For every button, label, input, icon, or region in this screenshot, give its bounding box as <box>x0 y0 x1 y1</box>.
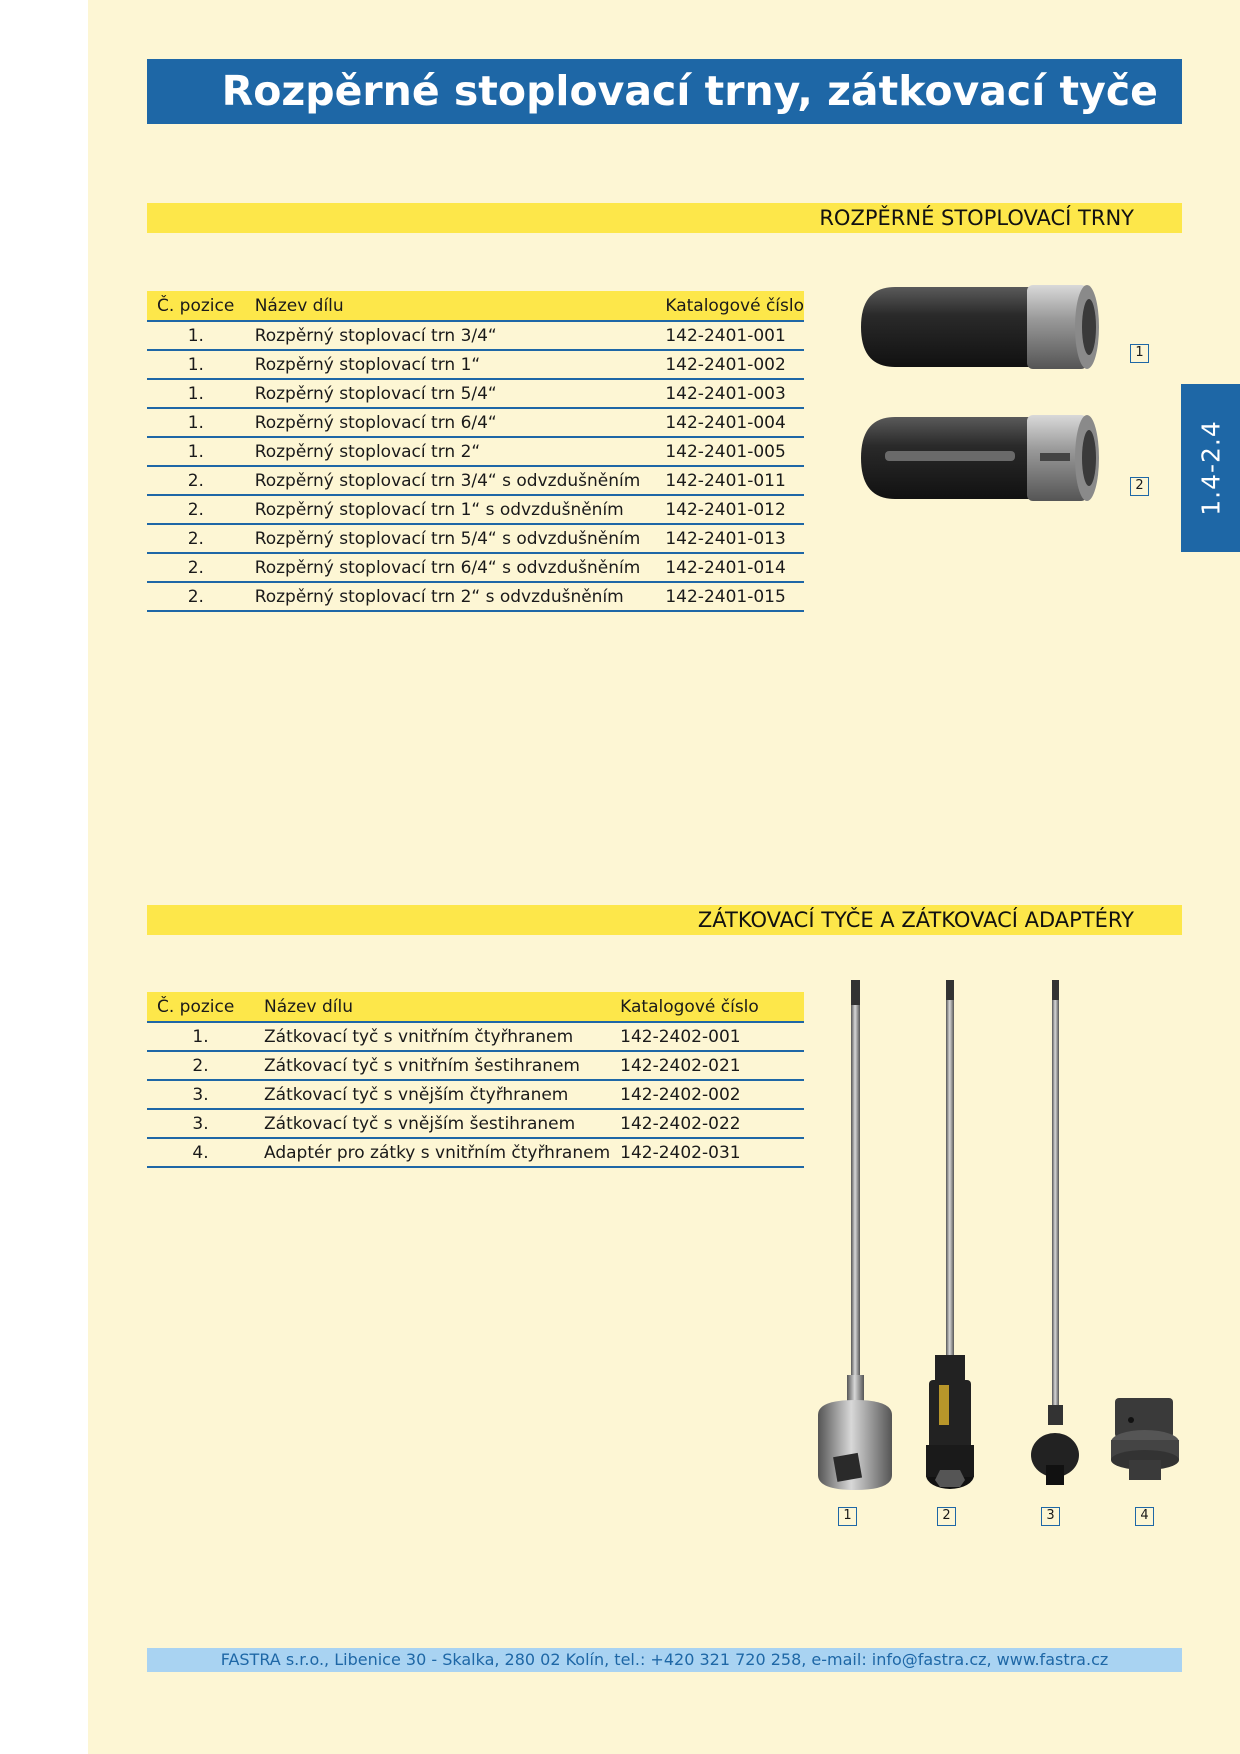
row-position: 2. <box>147 466 245 496</box>
row-catalog-number: 142-2401-014 <box>655 553 804 583</box>
image-label-4: 4 <box>1135 1507 1154 1526</box>
table-row: 4.Adaptér pro zátky s vnitřním čtyřhrane… <box>147 1138 804 1168</box>
footer-contact: FASTRA s.r.o., Libenice 30 - Skalka, 280… <box>147 1648 1182 1672</box>
row-catalog-number: 142-2401-011 <box>655 466 804 496</box>
row-part-name: Zátkovací tyč s vnějším čtyřhranem <box>254 1080 611 1110</box>
row-part-name: Rozpěrný stoplovací trn 6/4“ <box>244 408 656 438</box>
image-label-1: 1 <box>1130 344 1149 363</box>
row-catalog-number: 142-2401-012 <box>655 495 804 525</box>
row-position: 1. <box>147 379 245 409</box>
table-row: 1.Rozpěrný stoplovací trn 2“142-2401-005 <box>147 437 804 467</box>
plug-adapter-image-4 <box>1111 1398 1179 1480</box>
section1-table-body: 1.Rozpěrný stoplovací trn 3/4“142-2401-0… <box>147 321 804 612</box>
row-position: 1. <box>147 1022 254 1052</box>
row-part-name: Rozpěrný stoplovací trn 6/4“ s odvzdušně… <box>244 553 656 583</box>
row-part-name: Rozpěrný stoplovací trn 2“ <box>244 437 656 467</box>
column-header-position: Č. pozice <box>147 992 254 1023</box>
row-position: 4. <box>147 1138 254 1168</box>
column-header-name: Název dílu <box>244 291 656 322</box>
table-row: 2.Rozpěrný stoplovací trn 5/4“ s odvzduš… <box>147 524 804 554</box>
row-catalog-number: 142-2401-005 <box>655 437 804 467</box>
row-part-name: Rozpěrný stoplovací trn 1“ s odvzdušnění… <box>244 495 656 525</box>
row-part-name: Rozpěrný stoplovací trn 5/4“ s odvzdušně… <box>244 524 656 554</box>
row-position: 3. <box>147 1109 254 1139</box>
row-catalog-number: 142-2402-031 <box>610 1138 804 1168</box>
plug-rod-image-2 <box>926 980 974 1489</box>
table-row: 2.Rozpěrný stoplovací trn 6/4“ s odvzduš… <box>147 553 804 583</box>
plug-rod-image-3 <box>1031 980 1079 1485</box>
table-row: 1.Rozpěrný stoplovací trn 6/4“142-2401-0… <box>147 408 804 438</box>
row-position: 2. <box>147 553 245 583</box>
column-header-position: Č. pozice <box>147 291 245 322</box>
row-catalog-number: 142-2402-022 <box>610 1109 804 1139</box>
row-catalog-number: 142-2401-015 <box>655 582 804 612</box>
image-label-1: 1 <box>838 1507 857 1526</box>
row-catalog-number: 142-2402-021 <box>610 1051 804 1081</box>
row-part-name: Zátkovací tyč s vnějším šestihranem <box>254 1109 611 1139</box>
row-part-name: Rozpěrný stoplovací trn 3/4“ <box>244 321 656 351</box>
row-catalog-number: 142-2401-002 <box>655 350 804 380</box>
section1-parts-table: Č. pozice Název dílu Katalogové číslo 1.… <box>147 291 804 612</box>
row-catalog-number: 142-2402-001 <box>610 1022 804 1052</box>
row-part-name: Zátkovací tyč s vnitřním čtyřhranem <box>254 1022 611 1052</box>
table-header-row: Č. pozice Název dílu Katalogové číslo <box>147 291 804 322</box>
row-position: 2. <box>147 1051 254 1081</box>
column-header-code: Katalogové číslo <box>610 992 804 1023</box>
chapter-tab: 1.4-2.4 <box>1181 384 1240 552</box>
column-header-code: Katalogové číslo <box>655 291 804 322</box>
table-row: 1.Rozpěrný stoplovací trn 5/4“142-2401-0… <box>147 379 804 409</box>
table-row: 2.Rozpěrný stoplovací trn 3/4“ s odvzduš… <box>147 466 804 496</box>
section2-heading: ZÁTKOVACÍ TYČE A ZÁTKOVACÍ ADAPTÉRY <box>147 905 1182 935</box>
image-label-3: 3 <box>1041 1507 1060 1526</box>
table-header-row: Č. pozice Název dílu Katalogové číslo <box>147 992 804 1023</box>
row-position: 1. <box>147 321 245 351</box>
row-catalog-number: 142-2402-002 <box>610 1080 804 1110</box>
row-catalog-number: 142-2401-001 <box>655 321 804 351</box>
expansion-plug-image-2 <box>861 415 1099 501</box>
row-part-name: Rozpěrný stoplovací trn 3/4“ s odvzdušně… <box>244 466 656 496</box>
chapter-tab-label: 1.4-2.4 <box>1196 420 1225 516</box>
plug-rod-image-1 <box>818 980 892 1490</box>
row-part-name: Rozpěrný stoplovací trn 1“ <box>244 350 656 380</box>
image-label-2: 2 <box>937 1507 956 1526</box>
page-title: Rozpěrné stoplovací trny, zátkovací tyče <box>147 59 1182 124</box>
table-row: 1.Rozpěrný stoplovací trn 3/4“142-2401-0… <box>147 321 804 351</box>
row-catalog-number: 142-2401-004 <box>655 408 804 438</box>
row-position: 1. <box>147 350 245 380</box>
section1-heading: ROZPĚRNÉ STOPLOVACÍ TRNY <box>147 203 1182 233</box>
row-position: 2. <box>147 582 245 612</box>
expansion-plug-image-1 <box>861 285 1099 369</box>
row-position: 3. <box>147 1080 254 1110</box>
row-part-name: Adaptér pro zátky s vnitřním čtyřhranem <box>254 1138 611 1168</box>
image-label-2: 2 <box>1130 477 1149 496</box>
row-part-name: Zátkovací tyč s vnitřním šestihranem <box>254 1051 611 1081</box>
table-row: 2.Rozpěrný stoplovací trn 1“ s odvzdušně… <box>147 495 804 525</box>
table-row: 2.Rozpěrný stoplovací trn 2“ s odvzdušně… <box>147 582 804 612</box>
table-row: 1.Rozpěrný stoplovací trn 1“142-2401-002 <box>147 350 804 380</box>
row-position: 2. <box>147 524 245 554</box>
column-header-name: Název dílu <box>254 992 611 1023</box>
row-position: 2. <box>147 495 245 525</box>
row-position: 1. <box>147 408 245 438</box>
row-position: 1. <box>147 437 245 467</box>
row-catalog-number: 142-2401-003 <box>655 379 804 409</box>
row-catalog-number: 142-2401-013 <box>655 524 804 554</box>
section2-parts-table: Č. pozice Název dílu Katalogové číslo 1.… <box>147 992 804 1168</box>
row-part-name: Rozpěrný stoplovací trn 2“ s odvzdušnění… <box>244 582 656 612</box>
row-part-name: Rozpěrný stoplovací trn 5/4“ <box>244 379 656 409</box>
